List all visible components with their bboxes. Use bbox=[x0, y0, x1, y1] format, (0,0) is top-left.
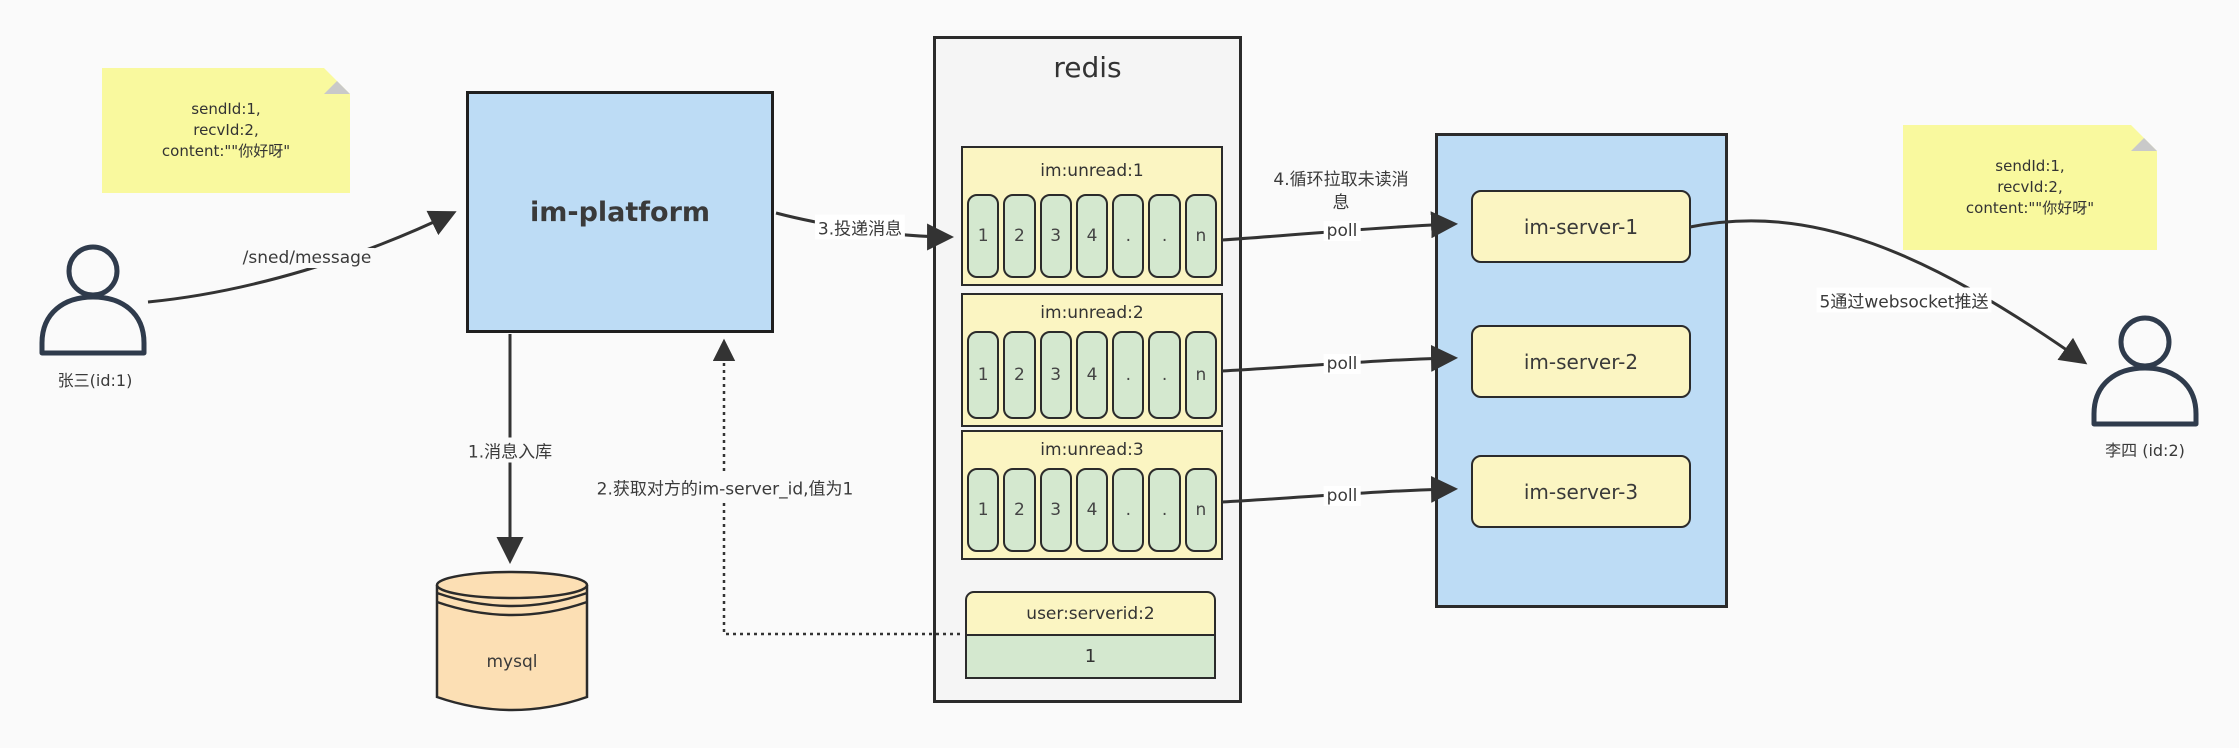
queue-cell: . bbox=[1112, 194, 1145, 278]
note-line: content:""你好呀" bbox=[161, 142, 291, 160]
step4-label: 4.循环拉取未读消息 bbox=[1268, 169, 1414, 215]
queue-im-unread-2: im:unread:2 1 2 3 4 . . n bbox=[961, 293, 1223, 427]
queue-im-unread-3: im:unread:3 1 2 3 4 . . n bbox=[961, 430, 1223, 560]
note-line: content:""你好呀" bbox=[1965, 199, 2095, 217]
note-line: recvId:2, bbox=[193, 121, 259, 139]
user-serverid-value: 1 bbox=[965, 633, 1216, 679]
queue-cell: 2 bbox=[1003, 468, 1036, 552]
step2-label: 2.获取对方的im-server_id,值为1 bbox=[593, 474, 857, 500]
im-server-container: im-server-1 im-server-2 im-server-3 bbox=[1435, 133, 1728, 608]
queue-cell: n bbox=[1184, 331, 1217, 419]
mysql-label: mysql bbox=[486, 652, 538, 672]
queue-cell: 3 bbox=[1039, 331, 1072, 419]
queue-header: im:unread:1 bbox=[1040, 161, 1144, 181]
queue-cell: 4 bbox=[1075, 331, 1109, 419]
im-server-3-box: im-server-3 bbox=[1471, 455, 1691, 528]
note-line: sendId:1, bbox=[191, 100, 261, 118]
redis-title: redis bbox=[1053, 51, 1122, 84]
step5-label: 5通过websocket推送 bbox=[1816, 287, 1992, 313]
queue-cell: 1 bbox=[967, 331, 1000, 419]
queue-cell: . bbox=[1112, 331, 1145, 419]
queue-cell: 4 bbox=[1075, 194, 1109, 278]
queue-cell: 4 bbox=[1075, 468, 1109, 552]
im-server-1-box: im-server-1 bbox=[1471, 190, 1691, 263]
queue-cells: 1 2 3 4 . . n bbox=[963, 194, 1221, 284]
queue-cell: 1 bbox=[967, 194, 1000, 278]
queue-cell: n bbox=[1184, 468, 1217, 552]
note-line: sendId:1, bbox=[1995, 157, 2065, 175]
poll-label-1: poll bbox=[1323, 221, 1361, 241]
queue-cell: . bbox=[1112, 468, 1145, 552]
im-platform-box: im-platform bbox=[466, 91, 774, 333]
queue-cell: n bbox=[1184, 194, 1217, 278]
user-serverid-box: user:serverid:2 1 bbox=[965, 591, 1216, 679]
queue-cell: 3 bbox=[1039, 194, 1072, 278]
queue-cell: . bbox=[1148, 331, 1181, 419]
step3-label: 3.投递消息 bbox=[814, 214, 906, 240]
queue-cell: . bbox=[1148, 194, 1181, 278]
queue-cells: 1 2 3 4 . . n bbox=[963, 468, 1221, 558]
redis-container: redis im:unread:1 1 2 3 4 . . n im:unrea… bbox=[933, 36, 1242, 703]
queue-cell: . bbox=[1148, 468, 1181, 552]
send-endpoint-label: /sned/message bbox=[239, 248, 375, 268]
sender-name-label: 张三(id:1) bbox=[57, 371, 133, 390]
queue-cells: 1 2 3 4 . . n bbox=[963, 331, 1221, 425]
queue-header: im:unread:2 bbox=[1040, 303, 1144, 323]
poll-label-2: poll bbox=[1323, 354, 1361, 374]
note-text: sendId:1, recvId:2, content:""你好呀" bbox=[1966, 156, 2094, 219]
queue-cell: 1 bbox=[967, 468, 1000, 552]
step1-label: 1.消息入库 bbox=[464, 437, 556, 463]
queue-header: im:unread:3 bbox=[1040, 440, 1144, 460]
note-line: recvId:2, bbox=[1997, 178, 2063, 196]
queue-im-unread-1: im:unread:1 1 2 3 4 . . n bbox=[961, 146, 1223, 286]
poll-label-3: poll bbox=[1323, 486, 1361, 506]
queue-cell: 2 bbox=[1003, 331, 1036, 419]
note-text: sendId:1, recvId:2, content:""你好呀" bbox=[162, 99, 290, 162]
im-server-2-box: im-server-2 bbox=[1471, 325, 1691, 398]
receiver-name-label: 李四 (id:2) bbox=[2105, 441, 2185, 460]
queue-cell: 2 bbox=[1003, 194, 1036, 278]
queue-cell: 3 bbox=[1039, 468, 1072, 552]
